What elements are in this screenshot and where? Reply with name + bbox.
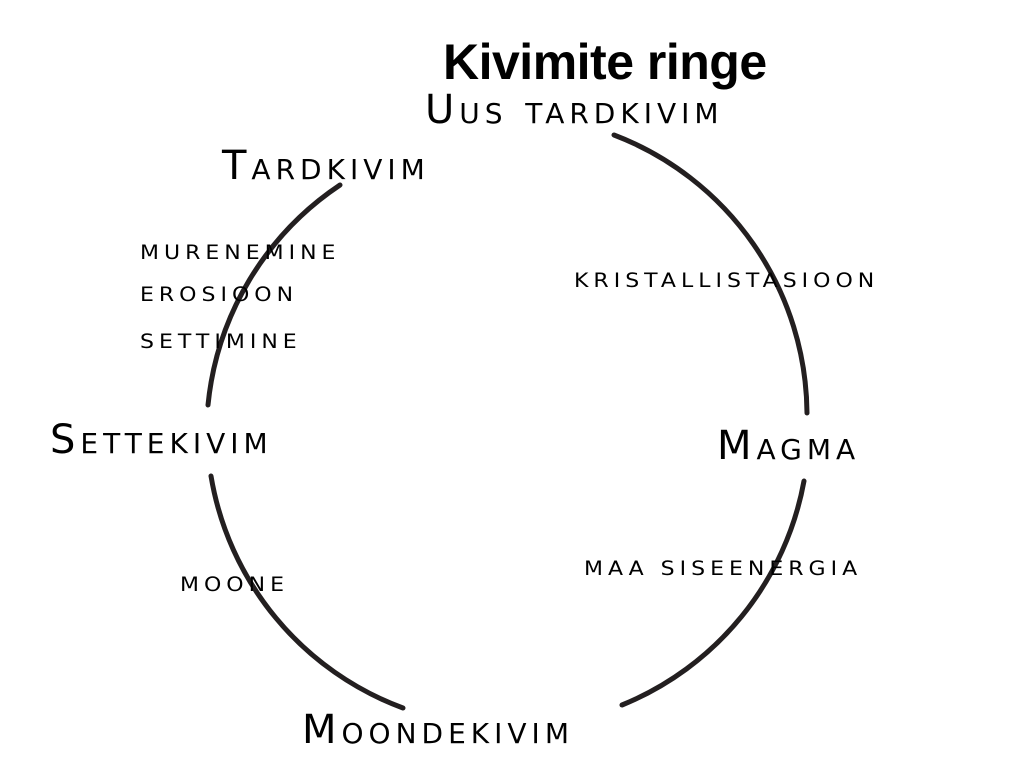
node-magma: Magma: [717, 423, 861, 469]
node-metamorphic-rock: Moondekivim: [302, 707, 574, 753]
process-sedimentation: SETTIMINE: [140, 331, 302, 354]
node-igneous-rock: Tardkivim: [222, 143, 430, 189]
process-earth-internal-energy: MAA SISEENERGIA: [584, 558, 863, 581]
process-erosion: EROSIOON: [140, 284, 299, 307]
arc-magma-to-metamorphic: [619, 478, 807, 708]
process-metamorphism: MOONE: [180, 574, 289, 597]
node-sedimentary-rock: Settekivim: [50, 417, 273, 463]
process-weathering: MURENEMINE: [140, 242, 341, 265]
diagram-title: Kivimite ringe: [443, 34, 767, 90]
arc-new-igneous-to-magma: [611, 132, 810, 416]
arc-metamorphic-to-sedimentary: [208, 473, 406, 711]
node-new-igneous-rock: Uus tardkivim: [425, 87, 724, 133]
process-crystallization: KRISTALLISTASIOON: [574, 270, 880, 293]
arc-sedimentary-to-igneous: [205, 182, 343, 408]
